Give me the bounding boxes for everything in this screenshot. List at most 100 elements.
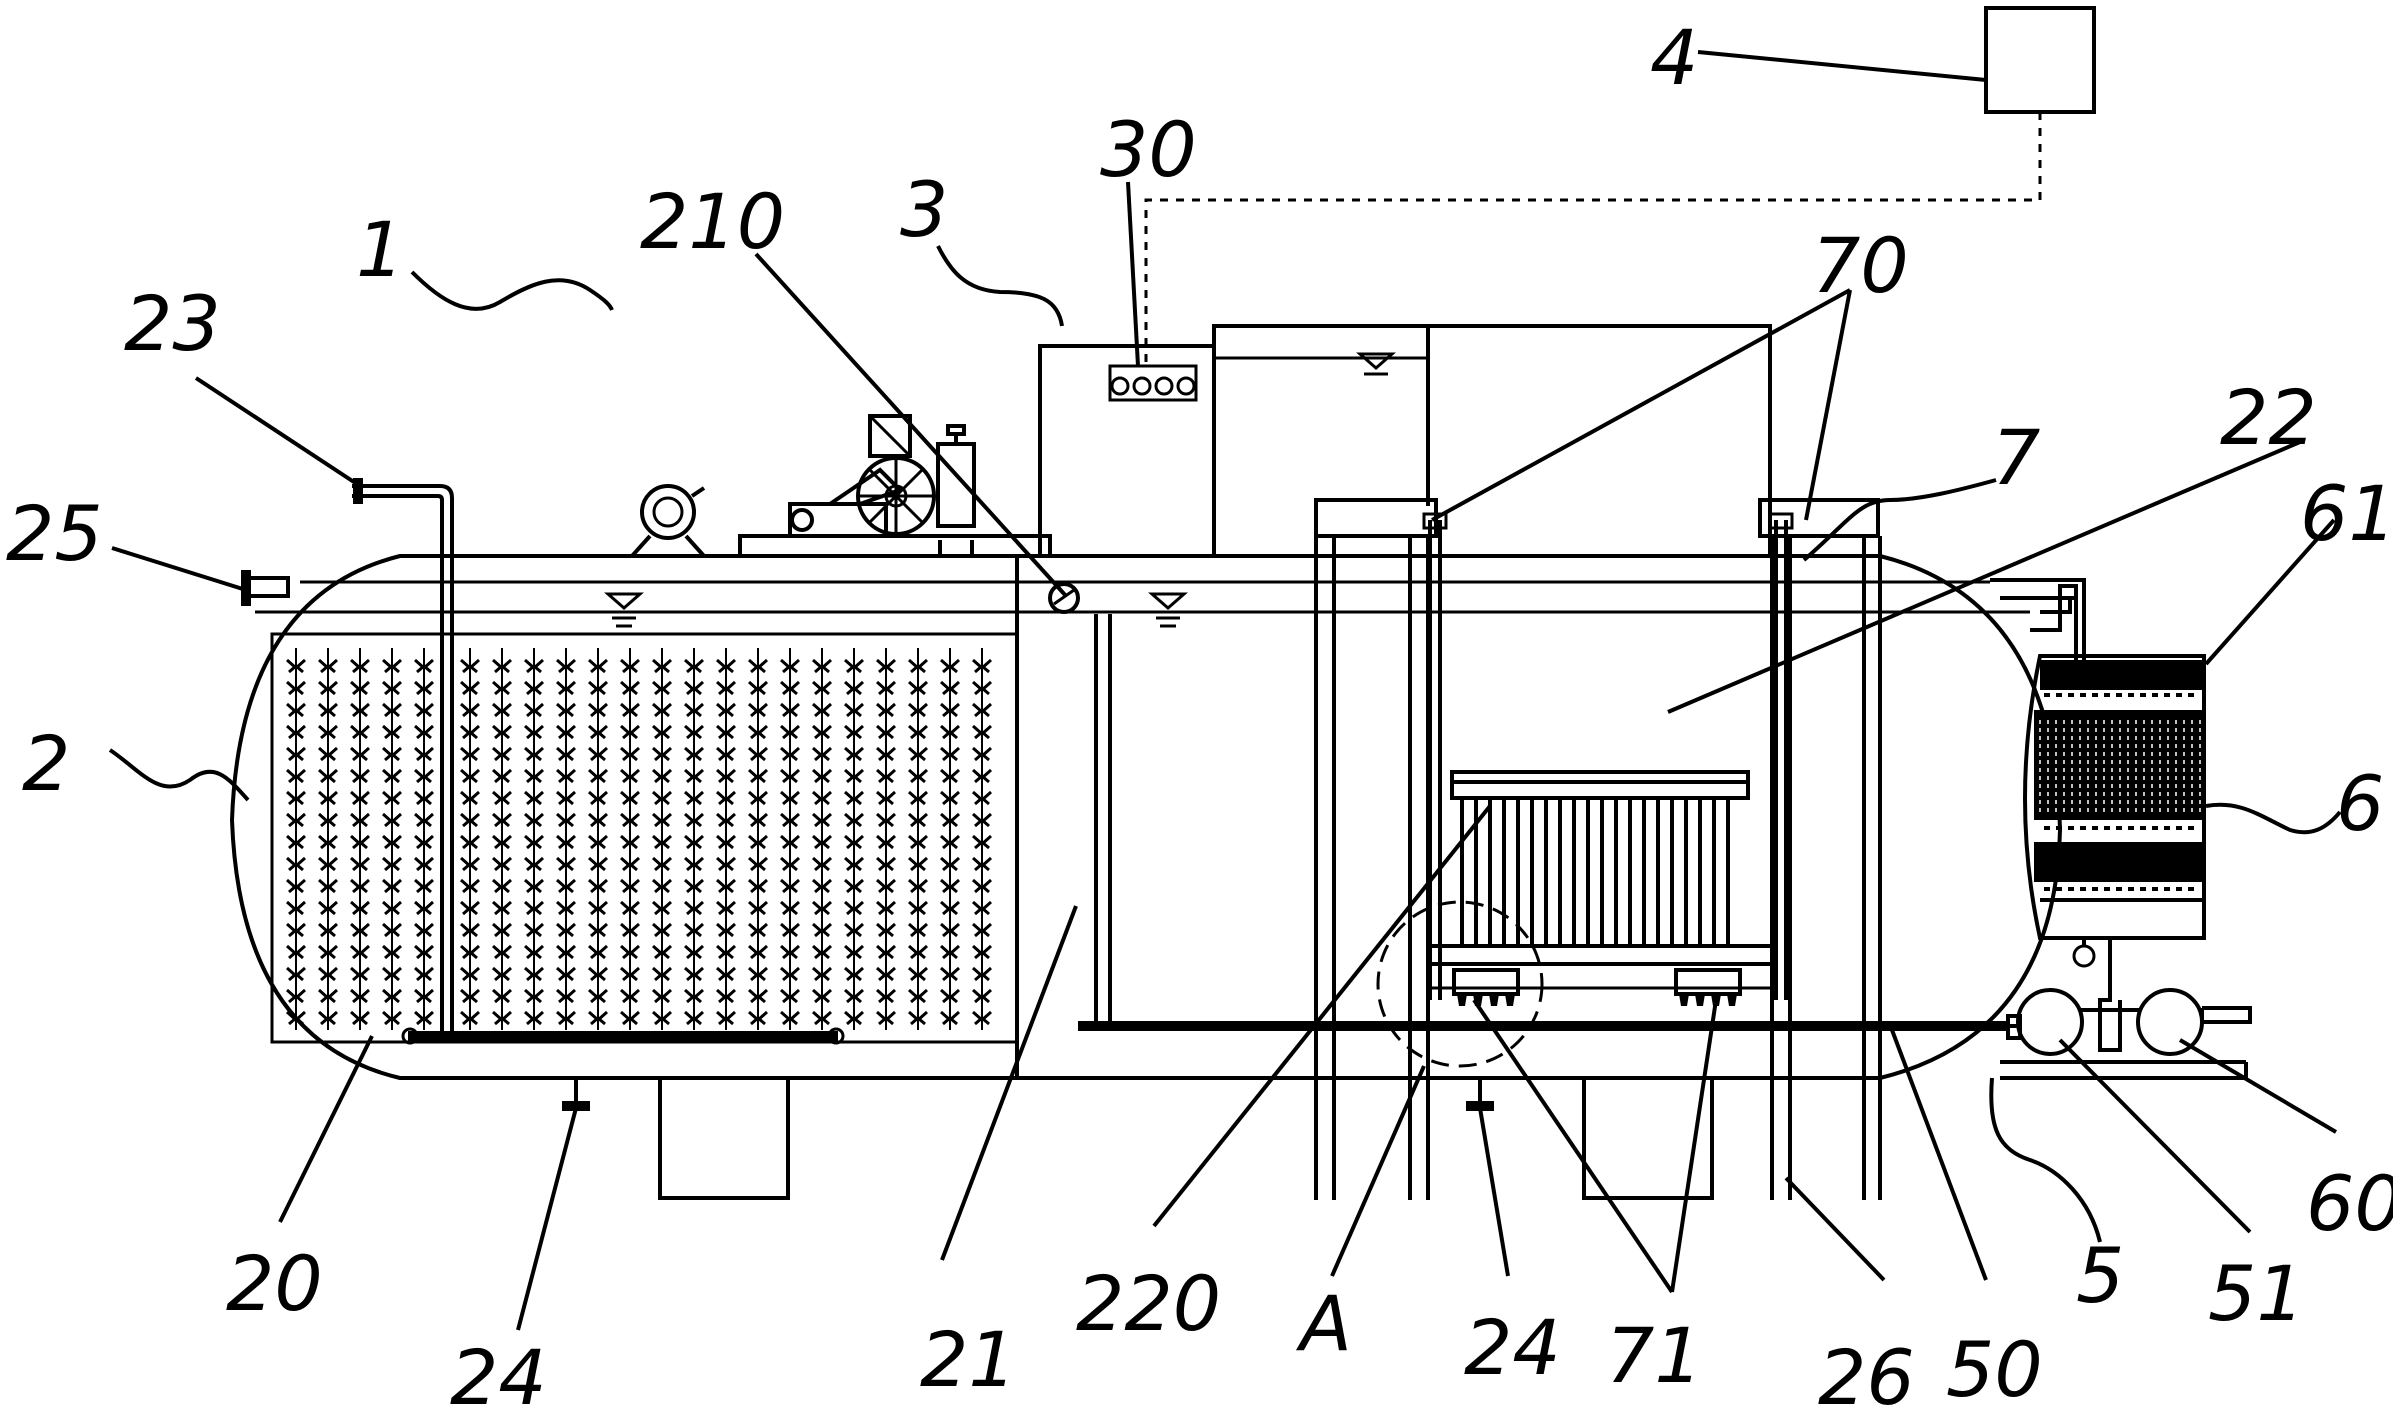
filter-dot: [2056, 887, 2062, 891]
label-6: 6: [2336, 759, 2384, 848]
label-5: 5: [2076, 1231, 2124, 1320]
filter-unit-6: [1990, 578, 2206, 968]
filter-dot: [2140, 693, 2146, 697]
label-220: 220: [1076, 1259, 1221, 1348]
filter-dot: [2044, 826, 2050, 830]
filter-dot: [2140, 887, 2146, 891]
inlet-nozzle: [241, 570, 290, 606]
lifting-frame-7: [1314, 498, 1882, 1200]
biofilm-media-strands: [286, 648, 992, 1030]
label-3: 3: [900, 165, 948, 254]
filter-dot: [2116, 826, 2122, 830]
label-20: 20: [226, 1239, 323, 1328]
media-strand: [812, 648, 832, 1030]
label-21: 21: [920, 1315, 1017, 1404]
label-50: 50: [1946, 1325, 2043, 1412]
label-26: 26: [1818, 1333, 1915, 1412]
membrane-header: [1452, 780, 1748, 784]
filter-dot: [2092, 887, 2098, 891]
filter-dot: [2188, 826, 2194, 830]
tank-supports: [562, 1076, 1714, 1200]
filter-dot: [2152, 887, 2158, 891]
diffuser-nozzles-71: [1457, 994, 1737, 1006]
blower-unit: [630, 484, 706, 558]
filter-dot: [2140, 826, 2146, 830]
media-strand: [414, 648, 434, 1030]
filter-dot: [2176, 887, 2182, 891]
filter-dot: [2056, 826, 2062, 830]
media-strand: [876, 648, 896, 1030]
membrane-strips: [1452, 780, 1748, 946]
label-61: 61: [2300, 469, 2393, 558]
label-25: 25: [6, 489, 103, 578]
media-strand: [492, 648, 512, 1030]
filter-dot: [2128, 887, 2134, 891]
filter-dot: [2116, 693, 2122, 697]
dosing-tank-3: [1038, 344, 1216, 558]
detail-circle-a: [1376, 900, 1544, 1068]
media-strand: [716, 648, 736, 1030]
filter-dot: [2092, 826, 2098, 830]
media-strand: [556, 648, 576, 1030]
filter-dot: [2068, 693, 2074, 697]
label-1: 1: [356, 205, 404, 294]
media-strand: [350, 648, 370, 1030]
filter-dot: [2164, 887, 2170, 891]
filter-dot: [2044, 887, 2050, 891]
pumps: [2000, 938, 2252, 1080]
media-strand: [318, 648, 338, 1030]
filter-dot: [2176, 693, 2182, 697]
media-strand: [652, 648, 672, 1030]
label-24-left: 24: [450, 1333, 547, 1412]
label-60: 60: [2306, 1159, 2393, 1248]
media-strand: [620, 648, 640, 1030]
filter-dot: [2044, 693, 2050, 697]
filter-dot: [2164, 826, 2170, 830]
label-51: 51: [2208, 1249, 2305, 1338]
filter-dot: [2152, 826, 2158, 830]
filter-dot: [2080, 826, 2086, 830]
filter-dot: [2068, 826, 2074, 830]
filter-dot: [2080, 693, 2086, 697]
membrane-module-220: [1426, 770, 1774, 1006]
media-strand: [460, 648, 480, 1030]
filter-dot: [2128, 693, 2134, 697]
label-22: 22: [2220, 373, 2317, 462]
filter-dot: [2104, 887, 2110, 891]
media-zone: [270, 556, 1019, 1078]
label-2: 2: [22, 719, 70, 808]
diffuser-nozzle: [1489, 994, 1499, 1006]
media-strand: [972, 648, 992, 1030]
label-23: 23: [124, 279, 221, 368]
label-4: 4: [1650, 13, 1698, 102]
media-strand: [748, 648, 768, 1030]
media-strand: [382, 648, 402, 1030]
reference-labels: 1 2 3 4 5 6 7 20 21 22 23 24 24 25 26 30…: [6, 13, 2393, 1412]
media-strand: [908, 648, 928, 1030]
anoxic-zone-21: [1094, 614, 1112, 1022]
media-strand: [524, 648, 544, 1030]
diffuser-nozzle: [1695, 994, 1705, 1006]
filter-dot: [2104, 693, 2110, 697]
label-7: 7: [1992, 413, 2040, 502]
controller-4: [1144, 6, 2096, 366]
filter-dot: [2176, 826, 2182, 830]
media-strand: [588, 648, 608, 1030]
label-24-right: 24: [1464, 1303, 1561, 1392]
filter-dot: [2164, 693, 2170, 697]
flow-inlet-valve: [1048, 582, 1080, 614]
diffuser-nozzle: [1679, 994, 1689, 1006]
filter-dot: [2116, 887, 2122, 891]
diffuser-nozzle: [1727, 994, 1737, 1006]
label-71: 71: [1606, 1311, 1703, 1400]
label-210: 210: [640, 177, 785, 266]
filter-dot: [2188, 887, 2194, 891]
filter-dot: [2068, 887, 2074, 891]
filter-dot: [2128, 826, 2134, 830]
media-strand: [780, 648, 800, 1030]
settling-tank-top: [1212, 324, 1772, 558]
filter-dot: [2104, 826, 2110, 830]
dosing-pump-210: [738, 414, 1052, 558]
label-30: 30: [1100, 105, 1197, 194]
